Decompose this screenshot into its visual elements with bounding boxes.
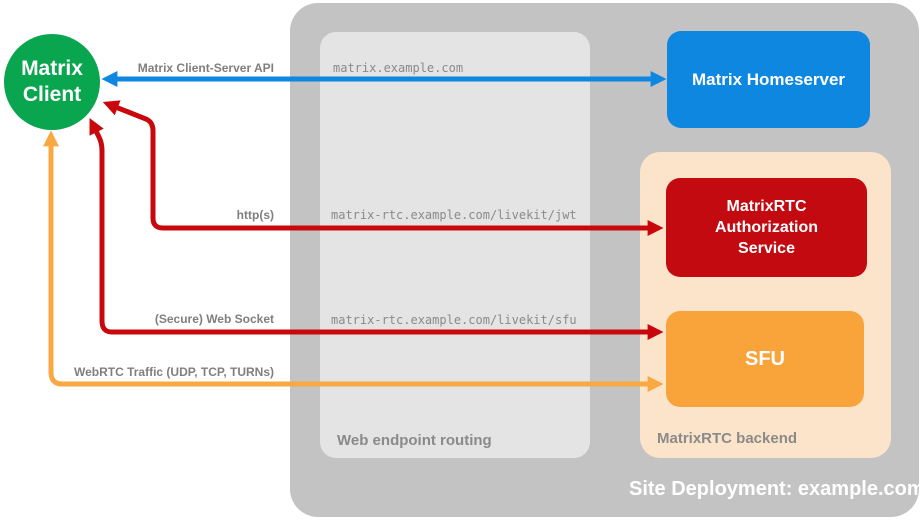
web-socket-arrow-label: (Secure) Web Socket xyxy=(154,312,274,326)
matrix-homeserver-label: Matrix Homeserver xyxy=(691,69,846,89)
matrix-homeserver-node: Matrix Homeserver xyxy=(667,31,870,128)
endpoint-url-livekit-jwt: matrix-rtc.example.com/livekit/jwt xyxy=(331,208,577,222)
site-deployment-label: Site Deployment: example.com xyxy=(629,478,921,500)
matrix-client-label-line2: Client xyxy=(22,83,82,106)
https-arrow-label: http(s) xyxy=(236,208,274,222)
endpoint-url-matrix: matrix.example.com xyxy=(333,61,464,75)
web-endpoint-routing-box xyxy=(320,32,590,458)
endpoint-url-livekit-sfu: matrix-rtc.example.com/livekit/sfu xyxy=(331,313,577,327)
matrixrtc-authorization-service-label: MatrixRTC Authorization Service xyxy=(714,198,819,257)
matrix-client-label-line1: Matrix xyxy=(21,57,83,80)
matrix-client-node: Matrix Client xyxy=(4,34,100,130)
matrixrtc-backend-label: MatrixRTC backend xyxy=(657,430,798,447)
sfu-label: SFU xyxy=(745,347,785,370)
client-server-api-arrow-label: Matrix Client-Server API xyxy=(137,61,274,75)
sfu-node: SFU xyxy=(666,311,864,407)
matrixrtc-authorization-service-node: MatrixRTC Authorization Service xyxy=(666,178,867,277)
webrtc-traffic-arrow-label: WebRTC Traffic (UDP, TCP, TURNs) xyxy=(73,365,274,379)
web-endpoint-routing-label: Web endpoint routing xyxy=(337,432,492,449)
